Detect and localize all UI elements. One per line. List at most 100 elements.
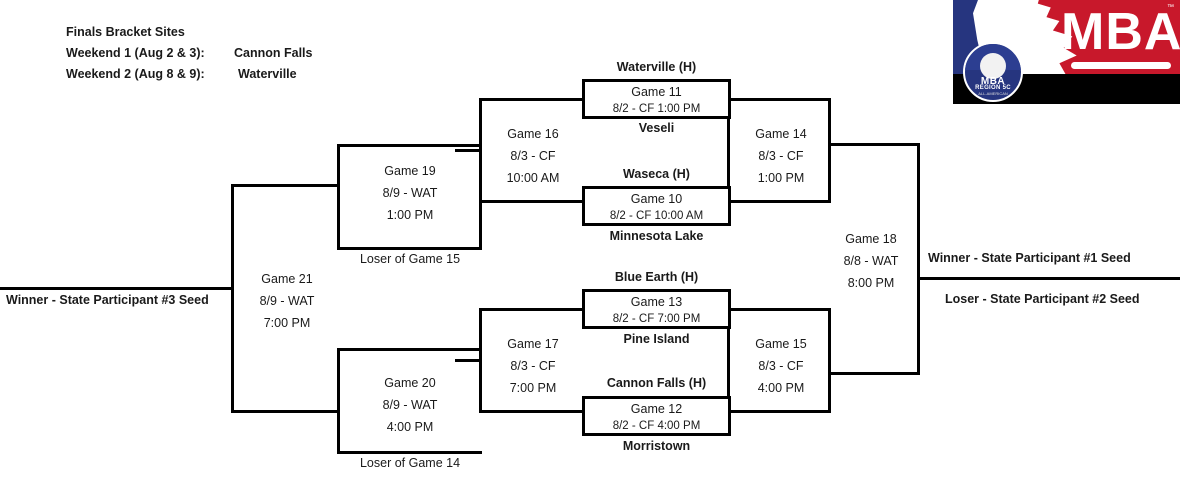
connector-g19-spine [337,144,340,250]
game-20-label[interactable]: Game 20 8/9 - WAT 4:00 PM [340,372,480,438]
connector-g15-left-spine [727,308,730,413]
game-19-name: Game 19 [384,164,436,178]
connector-g19-in-bottom [337,247,482,250]
feed-loser-of-game-15: Loser of Game 15 [359,252,461,266]
game-17-name: Game 17 [507,337,559,351]
game-12-name: Game 12 [630,402,683,416]
feed-loser-of-game-14: Loser of Game 14 [359,456,461,470]
game-13-name: Game 13 [630,295,683,309]
connector-g16-out [455,149,482,152]
game-16-date: 8/3 - CF [510,149,556,163]
game-21-time: 7:00 PM [263,316,311,330]
weekend-2-site: Waterville [238,67,297,81]
badge-label-all-american: ALL-AMERICAN [978,91,1008,97]
outcome-winner-1-seed: Winner - State Participant #1 Seed [928,251,1131,265]
game-15-name: Game 15 [755,337,807,351]
connector-g21-spine [231,184,234,413]
connector-g14-in-top [727,98,831,101]
game-19-date: 8/9 - WAT [382,186,438,200]
team-waseca: Waseca (H) [623,167,690,181]
finals-bracket-sites-header: Finals Bracket Sites Weekend 1 (Aug 2 & … [66,22,312,85]
mba-wordmark: MBA [1061,3,1180,61]
game-11-when: 8/2 - CF 1:00 PM [612,103,701,115]
game-21-date: 8/9 - WAT [259,294,315,308]
connector-g17-in-top [479,308,584,311]
game-21-name: Game 21 [261,272,313,286]
team-waterville: Waterville (H) [616,60,697,74]
connector-g17-out [455,359,482,362]
game-15-time: 4:00 PM [757,381,805,395]
game-14-time: 1:00 PM [757,171,805,185]
connector-g14-in-bottom [727,200,831,203]
game-16-label[interactable]: Game 16 8/3 - CF 10:00 AM [485,123,581,189]
game-box-10[interactable]: Game 10 8/2 - CF 10:00 AM [582,186,731,226]
connector-g20-spine [337,348,340,454]
team-minnesota-lake: Minnesota Lake [609,229,704,243]
connector-g20-in-bottom [337,451,482,454]
baseball-icon [980,53,1006,80]
game-box-12[interactable]: Game 12 8/2 - CF 4:00 PM [582,396,731,436]
game-14-date: 8/3 - CF [758,149,804,163]
connector-g18-out [917,277,1180,280]
game-17-time: 7:00 PM [509,381,557,395]
game-15-label[interactable]: Game 15 8/3 - CF 4:00 PM [735,333,827,399]
connector-g21-in-top [231,184,340,187]
connector-g17-in-bottom [479,410,584,413]
outcome-loser-2-seed: Loser - State Participant #2 Seed [945,292,1140,306]
game-17-date: 8/3 - CF [510,359,556,373]
game-11-name: Game 11 [631,85,682,99]
connector-g20-in-top [337,348,482,351]
game-14-name: Game 14 [755,127,807,141]
game-10-name: Game 10 [630,192,683,206]
connector-g18-spine [917,143,920,375]
game-box-11[interactable]: Game 11 8/2 - CF 1:00 PM [582,79,731,119]
team-pine-island: Pine Island [623,332,690,346]
game-20-time: 4:00 PM [386,420,434,434]
team-blue-earth: Blue Earth (H) [614,270,699,284]
connector-g20-feed-spine [479,348,482,388]
game-18-time: 8:00 PM [847,276,895,290]
game-19-label[interactable]: Game 19 8/9 - WAT 1:00 PM [340,160,480,226]
game-15-date: 8/3 - CF [758,359,804,373]
connector-g15-in-bottom [727,410,831,413]
badge-label-region: REGION 5C [975,84,1011,91]
connector-g15-spine [828,308,831,413]
game-16-time: 10:00 AM [506,171,560,185]
connector-g21-out [0,287,234,290]
connector-g16-in-bottom [479,200,584,203]
badge-label-mba: MBA [980,76,1006,88]
game-18-date: 8/8 - WAT [843,254,899,268]
team-cannon-falls: Cannon Falls (H) [606,376,707,390]
header-row-weekend-1: Weekend 1 (Aug 2 & 3): Cannon Falls [66,43,312,64]
connector-g18-in-top [828,143,920,146]
connector-g19-in-top [337,144,482,147]
game-13-when: 8/2 - CF 7:00 PM [612,313,701,325]
outcome-winner-3-seed: Winner - State Participant #3 Seed [6,293,209,307]
baseball-bat-icon [1071,62,1171,69]
mba-region-5c-badge: MBA REGION 5C ALL-AMERICAN [963,42,1023,102]
game-18-label[interactable]: Game 18 8/8 - WAT 8:00 PM [825,228,917,294]
game-12-when: 8/2 - CF 4:00 PM [612,420,701,432]
connector-g21-in-bottom [231,410,340,413]
header-title: Finals Bracket Sites [66,25,185,39]
connector-g18-in-bottom [828,372,920,375]
weekend-1-site: Cannon Falls [234,46,313,60]
game-box-13[interactable]: Game 13 8/2 - CF 7:00 PM [582,289,731,329]
game-10-when: 8/2 - CF 10:00 AM [609,210,704,222]
game-17-label[interactable]: Game 17 8/3 - CF 7:00 PM [485,333,581,399]
connector-g19-feed-spine [479,203,482,250]
game-19-time: 1:00 PM [386,208,434,222]
weekend-1-label: Weekend 1 (Aug 2 & 3): [66,46,205,60]
connector-g15-in-top [727,308,831,311]
game-18-name: Game 18 [845,232,897,246]
game-14-label[interactable]: Game 14 8/3 - CF 1:00 PM [735,123,827,189]
game-21-label[interactable]: Game 21 8/9 - WAT 7:00 PM [234,268,340,334]
connector-g14-spine [828,98,831,203]
game-16-name: Game 16 [507,127,559,141]
team-veseli: Veseli [638,121,675,135]
trademark-icon: ™ [1167,4,1174,11]
header-row-weekend-2: Weekend 2 (Aug 8 & 9): Waterville [66,64,312,85]
weekend-2-label: Weekend 2 (Aug 8 & 9): [66,67,205,81]
connector-g16-in-top [479,98,584,101]
